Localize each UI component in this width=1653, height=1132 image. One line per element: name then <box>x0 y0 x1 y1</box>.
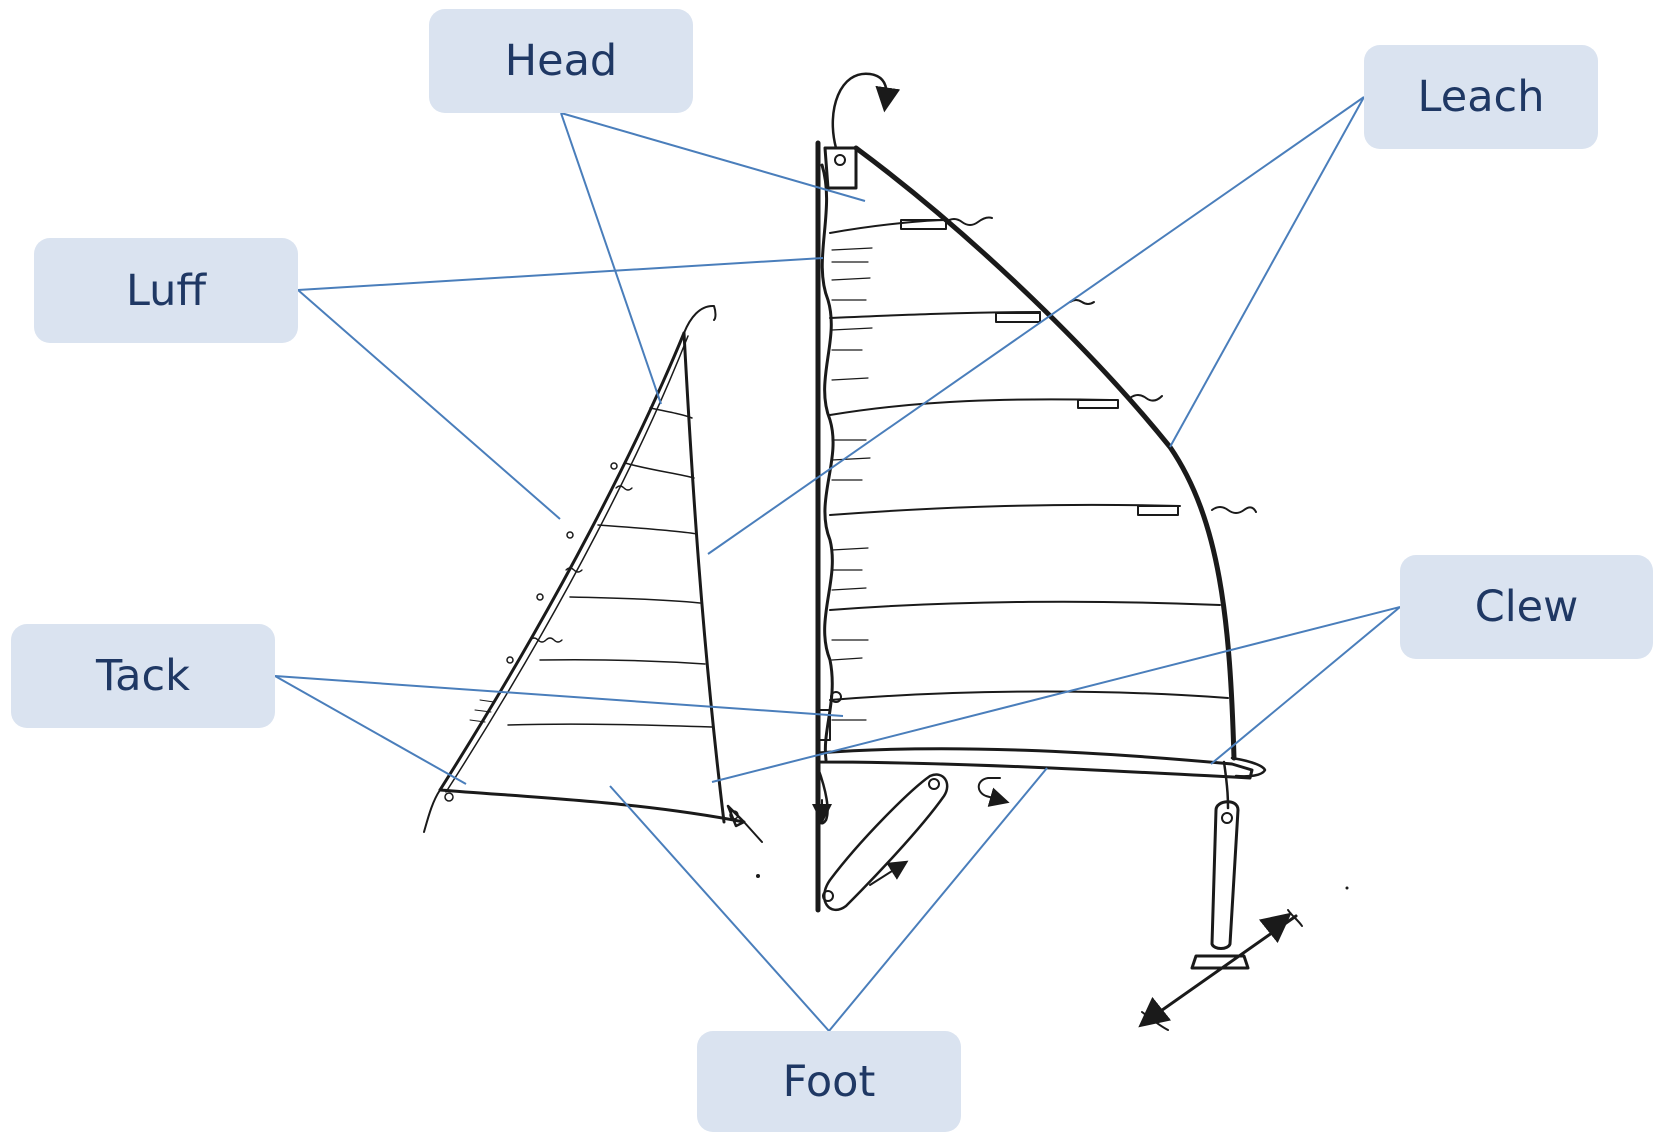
leader-luff-jib <box>297 289 561 520</box>
clew-label: Clew <box>1400 555 1653 659</box>
tack-label: Tack <box>11 624 275 728</box>
mainsail-sketch <box>756 72 1349 1031</box>
boom <box>816 747 1254 780</box>
jib-leach-line <box>682 331 726 824</box>
main-leach-line <box>853 145 1237 761</box>
leader-clew-main <box>1210 606 1401 765</box>
leader-luff-main <box>297 257 824 291</box>
leader-foot-jib <box>609 785 830 1032</box>
leader-tack-main <box>274 675 844 717</box>
leader-foot-main <box>828 767 1048 1032</box>
leader-head-main <box>560 112 866 202</box>
leach-label: Leach <box>1364 45 1598 149</box>
leader-clew-jib <box>711 606 1401 783</box>
jib-sketch <box>423 304 763 843</box>
luff-label: Luff <box>34 238 298 343</box>
leader-lines <box>274 96 1401 1032</box>
leader-leach-main <box>1169 96 1365 448</box>
leader-tack-jib <box>274 675 467 785</box>
jib-foot-line <box>438 788 746 824</box>
leader-leach-jib <box>707 96 1365 555</box>
head-label: Head <box>429 9 693 113</box>
foot-label: Foot <box>697 1031 961 1132</box>
jib-luff-line <box>438 331 686 792</box>
leader-head-jib <box>560 112 662 405</box>
